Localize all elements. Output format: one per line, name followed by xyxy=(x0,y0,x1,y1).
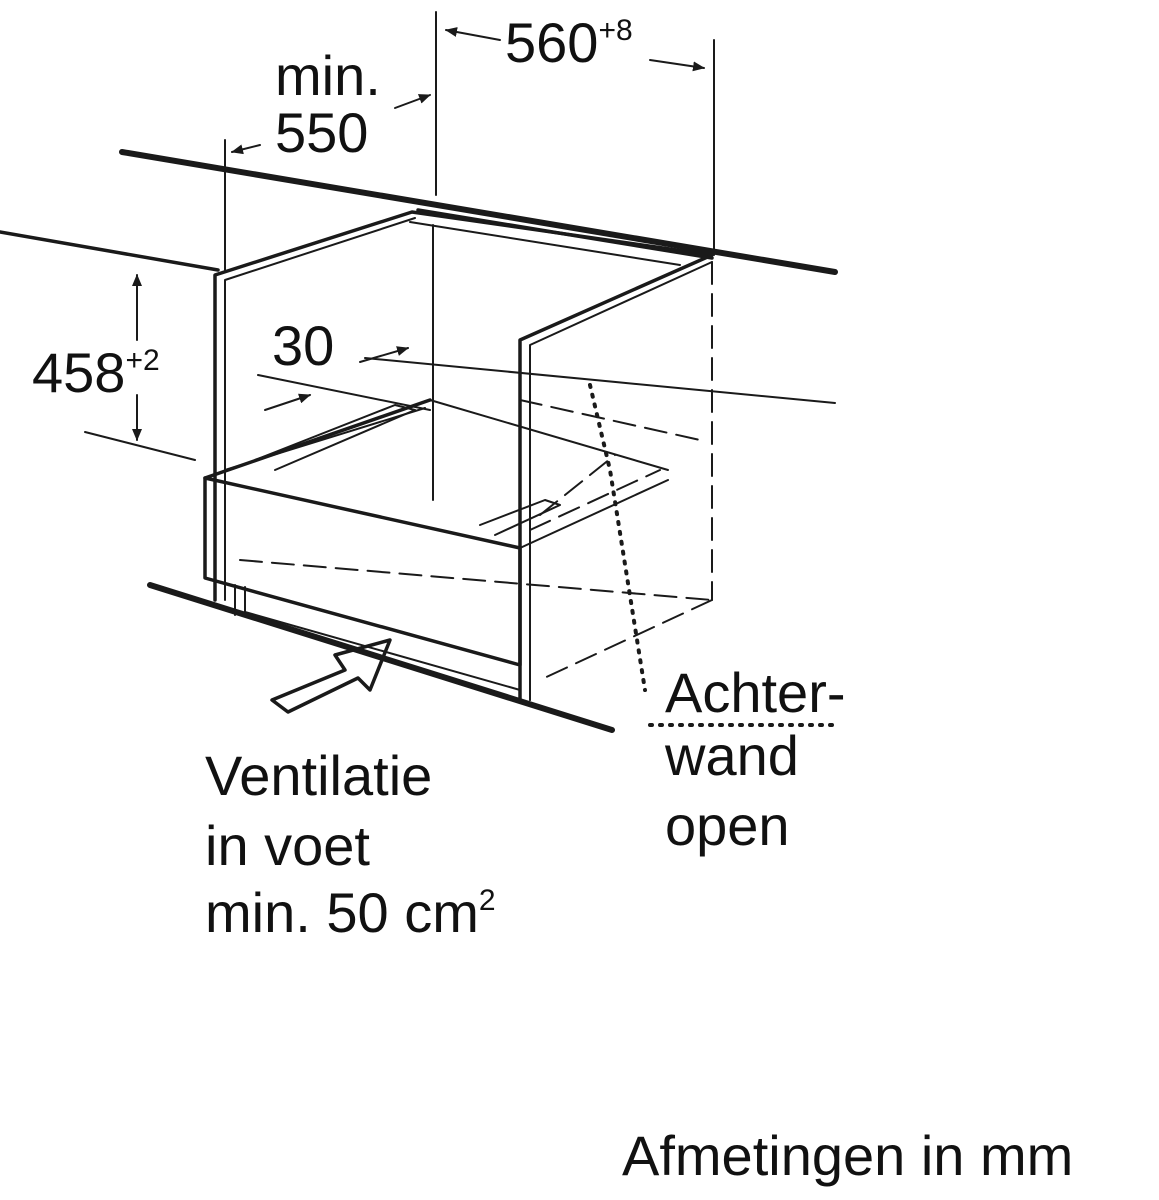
ventilation-arrow-icon xyxy=(270,638,392,714)
cabinet-niche xyxy=(213,208,714,702)
backwall-line2: wand xyxy=(664,724,799,787)
floor-line xyxy=(147,582,615,733)
ventilation-line3: min. 50 cm2 xyxy=(205,881,496,944)
units-caption: Afmetingen in mm xyxy=(622,1124,1073,1187)
offset-dimension xyxy=(257,346,836,411)
backwall-line1: Achter- xyxy=(665,661,846,724)
worktop xyxy=(0,149,838,275)
width-dimension xyxy=(435,11,715,256)
offset-label: 30 xyxy=(272,314,334,377)
depth-dimension xyxy=(224,94,431,271)
width-label: 560+8 xyxy=(505,11,633,74)
depth-label-line2: 550 xyxy=(275,101,368,164)
ventilation-line2: in voet xyxy=(205,814,370,877)
height-label: 458+2 xyxy=(32,341,160,404)
ventilation-line1: Ventilatie xyxy=(205,744,432,807)
height-dimension xyxy=(84,274,196,461)
backwall-dotted xyxy=(588,383,842,727)
warming-drawer xyxy=(203,398,701,701)
depth-label-line1: min. xyxy=(275,44,381,107)
backwall-line3: open xyxy=(665,794,790,857)
